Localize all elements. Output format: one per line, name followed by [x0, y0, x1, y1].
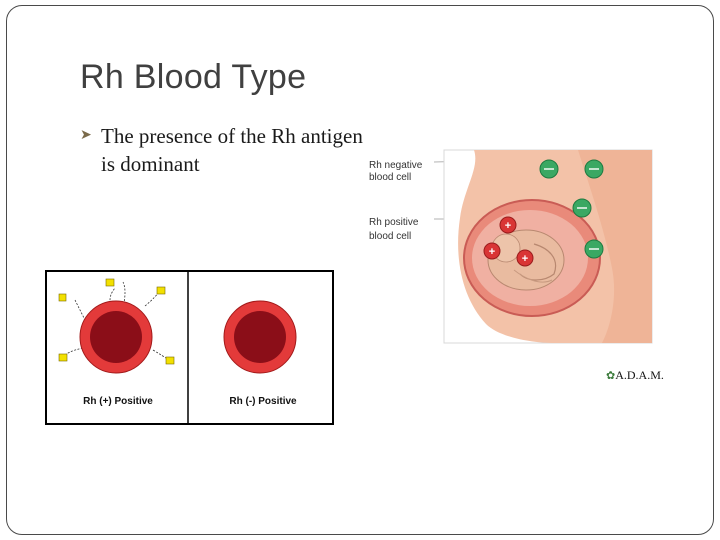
svg-text:+: +	[489, 246, 495, 258]
rh-negative-callout-line2: blood cell	[369, 172, 411, 183]
bullet-text: The presence of the Rh antigen is domina…	[80, 122, 370, 178]
fetal-blood-illustration: Rh negative blood cell Rh positive blood…	[364, 148, 660, 348]
rh-positive-callout-line2: blood cell	[369, 231, 411, 242]
adam-logo: ✿A.D.A.M.	[606, 368, 664, 383]
rh-positive-callout-line1: Rh positive	[369, 217, 419, 228]
bullet-item: ➤ The presence of the Rh antigen is domi…	[80, 122, 370, 178]
rh-cell-diagram: Rh (+) Positive Rh (-) Positive	[45, 270, 335, 426]
adam-logo-text: A.D.A.M.	[615, 368, 664, 382]
rh-negative-label: Rh (-) Positive	[229, 396, 297, 407]
rh-positive-label: Rh (+) Positive	[83, 396, 153, 407]
rh-negative-callout-line1: Rh negative	[369, 160, 423, 171]
slide-title: Rh Blood Type	[80, 58, 306, 97]
bullet-arrow-icon: ➤	[80, 122, 92, 150]
leaf-icon: ✿	[606, 370, 615, 382]
svg-text:+: +	[505, 220, 511, 232]
svg-text:+: +	[522, 253, 528, 265]
